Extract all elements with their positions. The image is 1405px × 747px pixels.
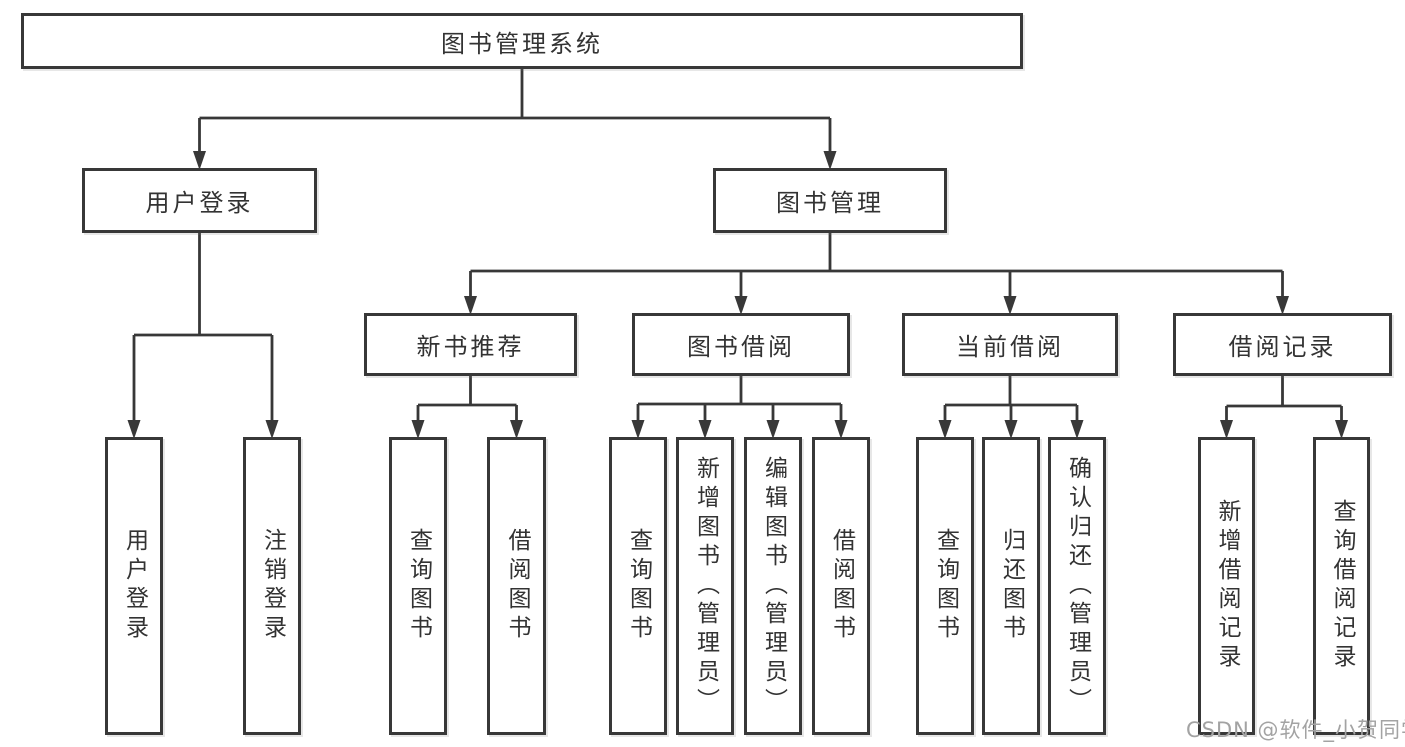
node-confirm-return-admin: 确认归还（管理员） [1048,437,1106,735]
node-label: 用户登录 [145,189,254,217]
node-label: 查询图书 [932,528,959,644]
node-label: 查询借阅记录 [1329,499,1355,673]
node-label: 注销登录 [259,528,286,644]
node-return-books: 归还图书 [982,437,1040,735]
node-query-books-current: 查询图书 [916,437,974,735]
node-query-books-borrowing: 查询图书 [609,437,667,735]
node-borrow-books-recommend: 借阅图书 [487,437,546,735]
node-label: 借阅图书 [828,528,855,644]
node-label: 新增借阅记录 [1214,499,1240,673]
node-user-login-leaf: 用户登录 [105,437,163,735]
node-label: 当前借阅 [956,333,1064,361]
node-add-books-admin: 新增图书（管理员） [676,437,734,735]
node-label: 用户登录 [121,528,148,644]
node-library-management-system: 图书管理系统 [21,13,1023,69]
node-label: 图书管理系统 [441,29,603,58]
node-new-book-recommendation: 新书推荐 [364,313,577,376]
node-book-borrowing: 图书借阅 [632,313,850,376]
node-label: 新书推荐 [416,333,525,361]
node-label: 查询图书 [625,528,652,644]
node-add-borrow-record: 新增借阅记录 [1198,437,1255,735]
node-label: 图书借阅 [687,333,795,361]
node-label: 借阅记录 [1228,333,1337,361]
node-query-borrow-record: 查询借阅记录 [1313,437,1370,735]
node-label: 图书管理 [776,189,884,217]
node-label: 归还图书 [998,528,1025,644]
node-label: 新增图书（管理员） [692,455,719,717]
node-query-books-recommend: 查询图书 [389,437,447,735]
node-user-login: 用户登录 [82,168,317,233]
node-current-borrowing: 当前借阅 [902,313,1118,376]
node-borrow-books: 借阅图书 [812,437,870,735]
node-label: 查询图书 [405,528,432,644]
node-edit-books-admin: 编辑图书（管理员） [744,437,802,735]
node-label: 编辑图书（管理员） [760,455,787,717]
node-borrowing-records: 借阅记录 [1173,313,1392,376]
watermark: CSDN @软件_小贺同学 [1186,718,1405,742]
node-logout: 注销登录 [243,437,301,735]
node-label: 借阅图书 [504,528,530,644]
node-book-management: 图书管理 [713,168,947,233]
node-label: 确认归还（管理员） [1064,455,1091,717]
